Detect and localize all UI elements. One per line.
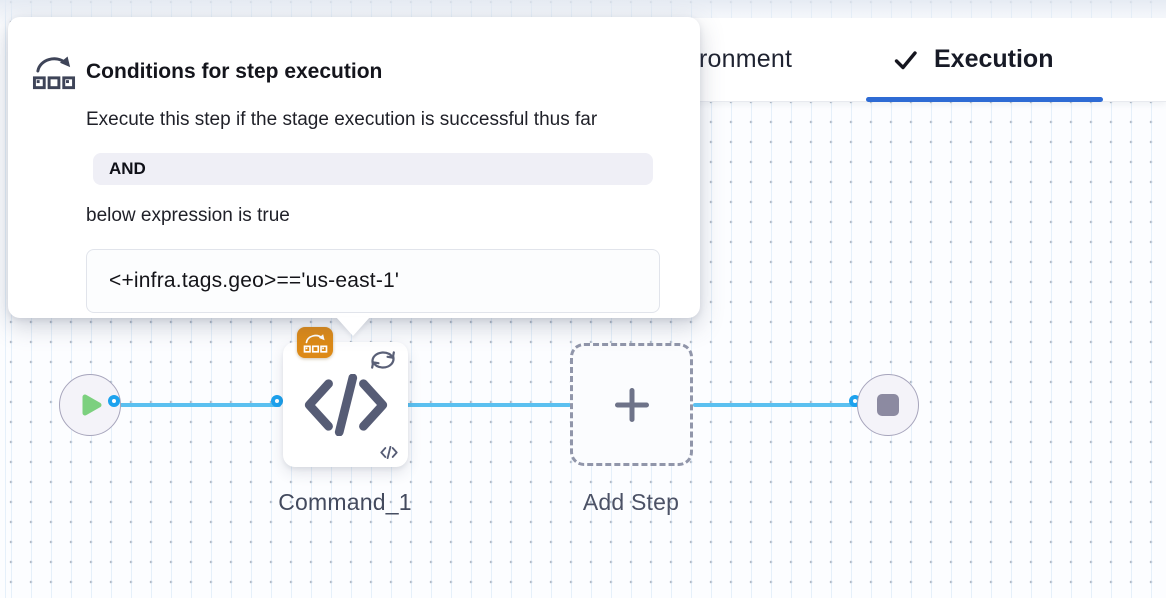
conditional-execution-icon [32, 55, 76, 90]
tab-environment[interactable]: ronment [699, 18, 792, 101]
pipeline-end-node[interactable] [857, 374, 919, 436]
conditions-popover: Conditions for step execution Execute th… [8, 17, 700, 336]
add-step-label: Add Step [582, 489, 680, 515]
expression-value: <+infra.tags.geo>=='us-east-1' [86, 249, 660, 313]
tab-execution-label: Execution [934, 45, 1054, 73]
tab-environment-label: ronment [699, 45, 793, 73]
step-label-command1: Command_1 [278, 489, 412, 515]
edge-addstep-to-end [693, 403, 859, 407]
port-command-in[interactable] [271, 395, 283, 407]
step-type-code-icon [380, 446, 398, 459]
shell-script-icon [303, 374, 389, 436]
play-icon [82, 394, 102, 416]
port-start-out[interactable] [108, 395, 120, 407]
add-step-button[interactable] [570, 343, 693, 466]
stage-tabbar: ronment Execution [684, 18, 1166, 102]
edge-command-to-addstep [405, 403, 571, 407]
conditional-execution-icon [303, 332, 327, 353]
check-icon [894, 50, 917, 69]
active-tab-underline [866, 97, 1103, 102]
popover-description: Execute this step if the stage execution… [86, 109, 598, 130]
conditional-execution-badge[interactable] [297, 327, 333, 358]
popover-caret [336, 317, 370, 336]
step-node-command1[interactable] [283, 327, 408, 467]
looping-strategy-icon[interactable] [369, 348, 397, 372]
popover-title: Conditions for step execution [86, 60, 383, 83]
plus-icon [614, 387, 649, 422]
tab-execution[interactable]: Execution [892, 18, 1053, 101]
operator-chip: AND [93, 153, 653, 185]
edge-start-to-command [118, 403, 281, 407]
stop-icon [877, 394, 899, 416]
expression-intro: below expression is true [86, 205, 290, 226]
